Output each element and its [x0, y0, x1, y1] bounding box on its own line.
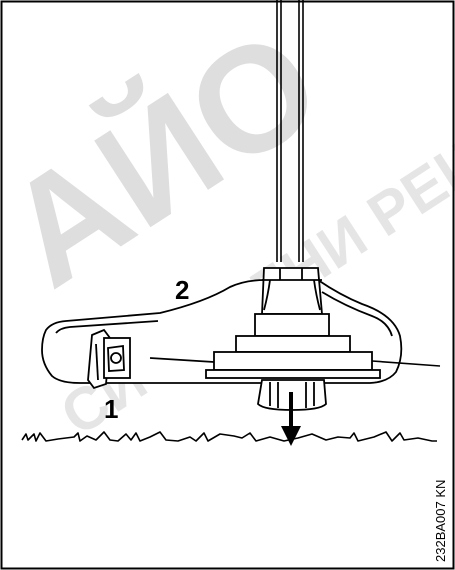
- trimmer-line: [371, 360, 441, 367]
- shaft: [276, 0, 304, 262]
- latch: [87, 328, 131, 390]
- down-arrow-icon: [281, 392, 301, 446]
- grass: [21, 431, 437, 442]
- callout-2: 2: [175, 275, 189, 305]
- callout-1: 1: [104, 394, 118, 424]
- shaft-coupling: [261, 267, 323, 315]
- figure-code: 232BA007 KN: [433, 480, 448, 562]
